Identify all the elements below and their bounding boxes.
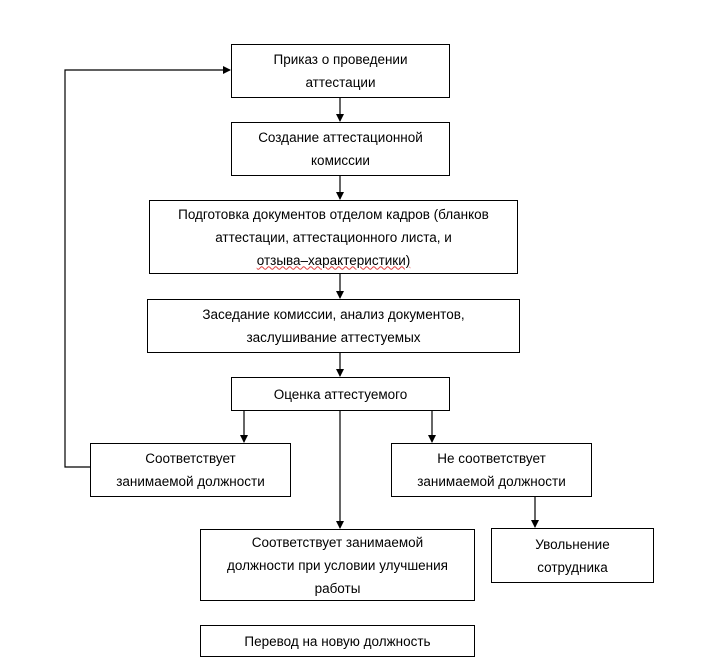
node-not-matches-line-2: занимаемой должности [417,474,566,489]
node-documents-line-1: Подготовка документов отделом кадров (бл… [178,206,489,222]
node-commission-line-2: комиссии [311,153,370,168]
node-documents-line-2: аттестации, аттестационного листа, и [215,229,452,245]
node-not-matches-line-1: Не соответствует [437,451,546,466]
node-dismissal: Увольнение сотрудника [491,528,654,583]
node-dismissal-line-1: Увольнение [535,536,610,552]
node-meeting-line-2: заслушивание аттестуемых [246,330,421,345]
node-commission: Создание аттестационной комиссии [231,122,450,176]
node-matches: Соответствует занимаемой должности [90,443,291,497]
node-meeting-line-1: Заседание комиссии, анализ документов, [202,307,465,322]
node-order-line-2: аттестации [305,75,376,90]
node-meeting: Заседание комиссии, анализ документов, з… [147,299,520,353]
node-order-line-1: Приказ о проведении [273,52,408,67]
node-dismissal-line-2: сотрудника [537,559,608,575]
node-order: Приказ о проведении аттестации [231,44,450,98]
node-evaluation-line-1: Оценка аттестуемого [273,386,408,402]
node-transfer: Перевод на новую должность [200,625,475,657]
node-conditional-line-1: Соответствует занимаемой [251,534,424,550]
feedback-loop-to-order [64,66,231,468]
node-conditional-line-2: должности при условии улучшения [227,557,448,573]
node-transfer-line-1: Перевод на новую должность [244,633,431,649]
node-matches-line-1: Соответствует [145,451,236,466]
node-not-matches: Не соответствует занимаемой должности [391,443,592,497]
node-conditional-line-3: работы [314,580,361,596]
node-evaluation: Оценка аттестуемого [231,377,450,411]
node-documents-line-3: отзыва–характеристики) [256,252,411,268]
node-conditional: Соответствует занимаемой должности при у… [200,529,475,601]
node-matches-line-2: занимаемой должности [116,474,265,489]
node-documents: Подготовка документов отделом кадров (бл… [149,200,518,274]
node-commission-line-1: Создание аттестационной [258,130,423,145]
